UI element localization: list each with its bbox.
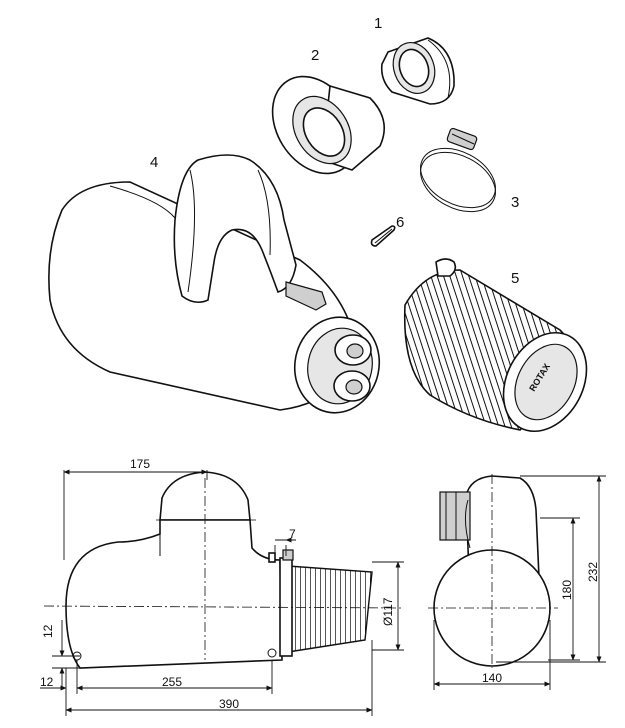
part-3-hose-clamp bbox=[420, 127, 496, 213]
part-4-airbox bbox=[48, 154, 381, 414]
side-view: 175 7 Ø117 12 12 255 390 bbox=[40, 457, 404, 716]
part-2-adapter bbox=[271, 75, 386, 175]
dim-255: 255 bbox=[162, 675, 182, 689]
dim-175: 175 bbox=[130, 457, 150, 471]
dim-180: 180 bbox=[560, 580, 574, 600]
part-label-1: 1 bbox=[374, 15, 382, 32]
exploded-view: ROTAX 1 2 3 4 5 6 bbox=[48, 15, 588, 433]
dim-117: Ø117 bbox=[381, 597, 395, 626]
dim-12-horizontal: 12 bbox=[40, 675, 54, 689]
part-label-5: 5 bbox=[511, 270, 519, 287]
part-label-2: 2 bbox=[311, 47, 319, 64]
part-5-filter: ROTAX bbox=[403, 258, 588, 433]
dim-232: 232 bbox=[586, 562, 600, 582]
part-label-4: 4 bbox=[150, 154, 158, 171]
dim-390: 390 bbox=[219, 697, 239, 711]
dim-7: 7 bbox=[289, 527, 296, 541]
dim-12-vertical: 12 bbox=[41, 624, 55, 638]
end-view: 232 180 140 bbox=[428, 474, 606, 690]
part-1-sleeve bbox=[380, 37, 455, 105]
part-label-3: 3 bbox=[511, 194, 519, 211]
part-6-clip bbox=[370, 225, 396, 247]
dim-140: 140 bbox=[482, 671, 502, 685]
part-label-6: 6 bbox=[396, 214, 404, 231]
